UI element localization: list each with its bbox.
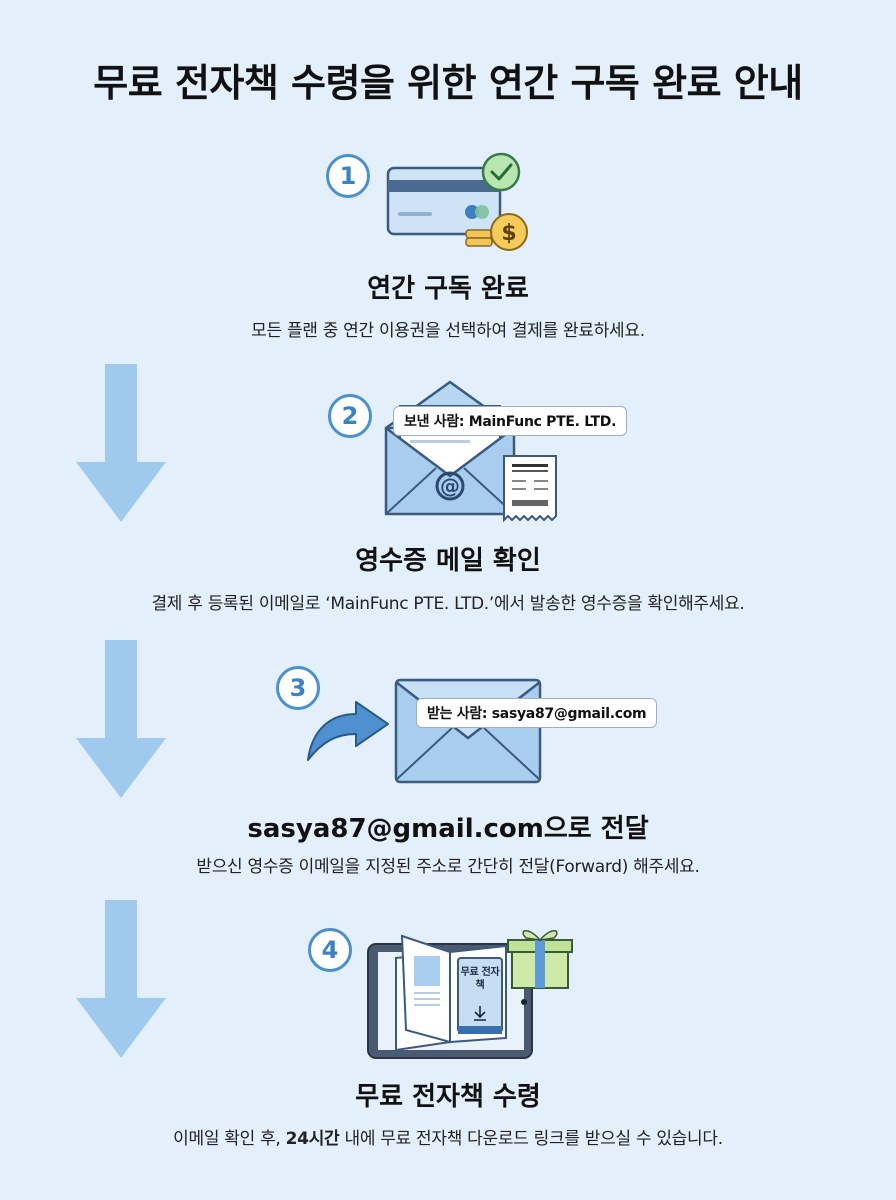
step-4-description-before: 이메일 확인 후, (173, 1129, 286, 1149)
forward-email-icon (394, 676, 544, 790)
forward-arrow-icon (306, 700, 390, 768)
down-arrow-icon (76, 364, 166, 522)
step-2-badge: 2 (328, 394, 372, 438)
svg-text:@: @ (440, 474, 460, 498)
step-4-badge: 4 (308, 928, 352, 972)
ebook-cover-label: 무료 전자책 (460, 967, 500, 991)
step-4-title: 무료 전자책 수령 (355, 1082, 541, 1112)
step-2-title: 영수증 메일 확인 (355, 546, 541, 576)
credit-card-payment-icon: $ (384, 150, 534, 259)
step-4-description: 이메일 확인 후, 24시간 내에 무료 전자책 다운로드 링크를 받으실 수 … (0, 1124, 896, 1149)
page-title: 무료 전자책 수령을 위한 연간 구독 완료 안내 (93, 61, 803, 105)
step-1-title: 연간 구독 완료 (367, 274, 529, 304)
recipient-label: 받는 사람: sasya87@gmail.com (416, 698, 658, 728)
down-arrow-icon (76, 640, 166, 798)
step-3-badge: 3 (276, 666, 320, 710)
step-3-description: 받으신 영수증 이메일을 지정된 주소로 간단히 전달(Forward) 해주세… (196, 857, 700, 877)
svg-text:$: $ (501, 221, 516, 246)
envelope-receipt-icon: @ (384, 380, 564, 529)
step-2-description: 결제 후 등록된 이메일로 ‘MainFunc PTE. LTD.’에서 발송한… (151, 594, 745, 614)
down-arrow-icon (76, 900, 166, 1058)
step-4-description-after: 내에 무료 전자책 다운로드 링크를 받으실 수 있습니다. (339, 1129, 723, 1149)
step-1-description: 모든 플랜 중 연간 이용권을 선택하여 결제를 완료하세요. (251, 321, 645, 341)
step-3-title: sasya87@gmail.com으로 전달 (247, 814, 649, 844)
step-1-badge: 1 (326, 154, 370, 198)
step-4-description-bold: 24시간 (285, 1129, 340, 1149)
sender-label: 보낸 사람: MainFunc PTE. LTD. (393, 406, 628, 436)
ebook-gift-icon (366, 922, 576, 1068)
